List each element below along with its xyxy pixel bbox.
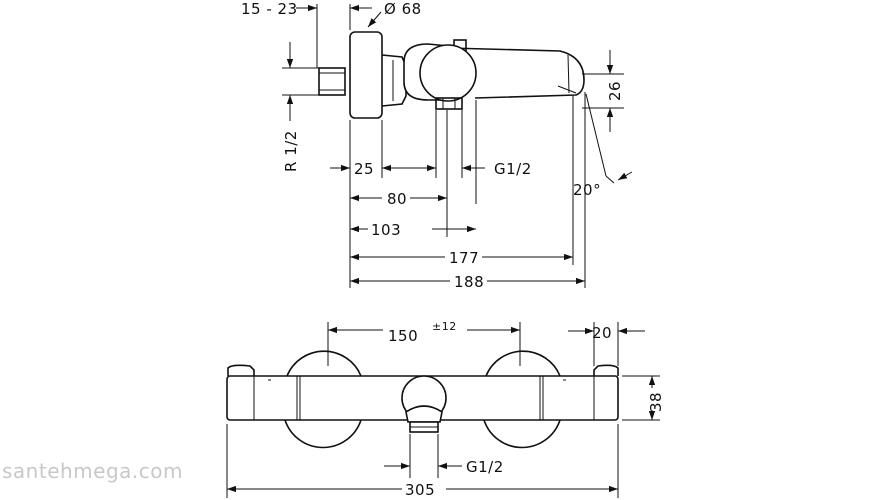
- side-view: 15 - 23 Ø 68 R 1/2 25 G1/2 80 103 177 18…: [241, 0, 633, 291]
- front-view: 150 ±12 20 38 G1/2 305: [226, 320, 665, 499]
- dim-g-half-side: G1/2: [494, 160, 532, 178]
- dim-177: 177: [449, 249, 479, 267]
- dim-15-23: 15 - 23: [241, 0, 298, 18]
- dim-188: 188: [454, 273, 484, 291]
- wall-connector: [318, 67, 346, 96]
- left-end-cap: [227, 364, 255, 376]
- dim-305: 305: [405, 481, 435, 499]
- right-flange-bottom: [483, 419, 561, 449]
- dim-150: 150: [388, 327, 418, 345]
- dim-80: 80: [387, 190, 407, 208]
- watermark-text: santehmega.com: [2, 459, 183, 483]
- flange: [349, 31, 383, 119]
- thermostat-handle: [419, 44, 477, 102]
- right-end-cap: [593, 364, 619, 376]
- dim-25: 25: [354, 160, 374, 178]
- dim-20-degree: 20°: [573, 181, 601, 199]
- bottom-connector: [435, 97, 463, 110]
- right-flange-top: [485, 350, 561, 377]
- spout: [447, 47, 585, 99]
- dim-26: 26: [606, 81, 624, 101]
- dim-tolerance-12: ±12: [432, 320, 457, 333]
- nut: [381, 54, 407, 107]
- left-flange-bottom: [284, 419, 362, 449]
- dim-g-half-front: G1/2: [466, 458, 504, 476]
- left-flange-top: [286, 350, 362, 377]
- dim-diameter-68: Ø 68: [384, 0, 422, 18]
- dim-20: 20: [592, 324, 612, 342]
- dim-38: 38: [647, 392, 665, 412]
- dim-r-half: R 1/2: [282, 130, 300, 172]
- dim-103: 103: [371, 221, 401, 239]
